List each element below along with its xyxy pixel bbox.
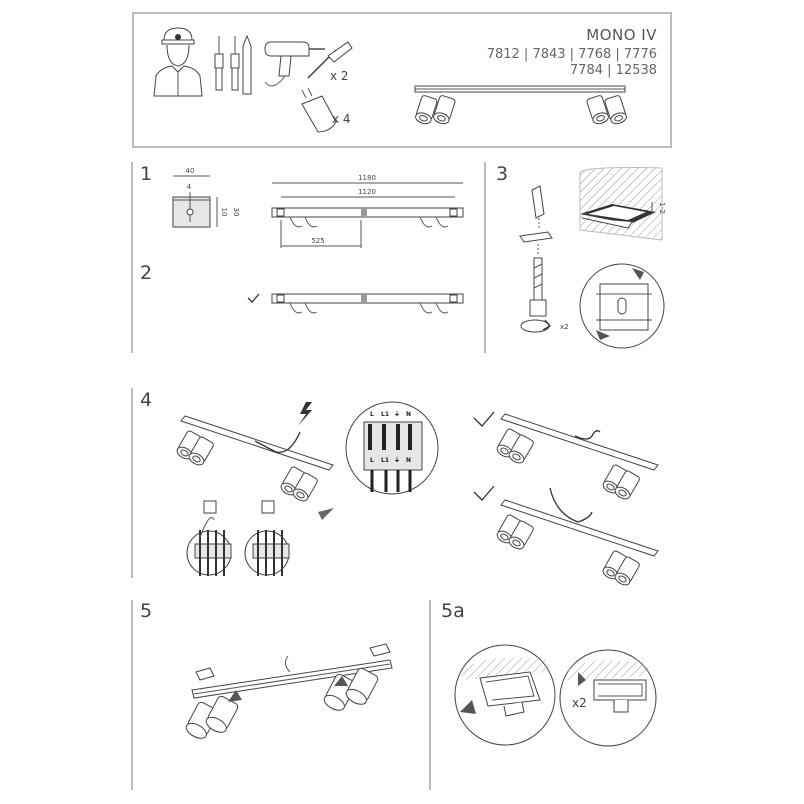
drill-icon: [264, 41, 325, 87]
dimension-center: 525: [311, 237, 324, 245]
svg-text:L1: L1: [381, 457, 389, 464]
rotate-arrow-icon: [334, 676, 348, 686]
step3-number: 3: [496, 163, 508, 185]
switch-wiring-right: [244, 500, 290, 576]
screwdriver-icon: [214, 36, 240, 91]
arrow-down-icon: [318, 508, 334, 520]
switch-wiring-left: [186, 500, 232, 576]
svg-text:⏚: ⏚: [394, 457, 400, 464]
cover-detail-left: [454, 644, 556, 746]
svg-text:L1: L1: [381, 411, 389, 418]
fixture-illustration: [413, 85, 629, 126]
step4-fixture-right-top: [473, 411, 659, 502]
bar-dimensions: 1180 1120 525: [271, 174, 464, 248]
step3-section: 3 x2 1-2: [484, 162, 666, 353]
step2-bar: [247, 293, 464, 314]
checkmark-icon: [473, 485, 495, 501]
dimension-total: 1180: [358, 174, 376, 182]
step1-section: 1 40 4 30 10 1180 1120: [131, 162, 464, 353]
checkmark-icon: [473, 411, 495, 427]
mounting-bracket-detail: [579, 263, 665, 349]
step4-fixture-left: [174, 402, 334, 504]
step4-fixture-right-bottom: [473, 485, 659, 588]
svg-text:⏚: ⏚: [394, 411, 400, 418]
svg-text:30: 30: [232, 208, 240, 217]
svg-text:10: 10: [220, 208, 228, 217]
bracket-detail: 40 4 30 10: [172, 167, 240, 228]
step4-section: 4 L L1 ⏚ N L L1 ⏚ N: [131, 388, 659, 588]
step5a-number: 5a: [441, 600, 465, 622]
dowel-exploded: x2: [519, 185, 569, 333]
switch-icon: [203, 500, 217, 514]
rotate-arrow-icon: [578, 672, 586, 686]
step1-number: 1: [140, 163, 152, 185]
product-title: MONO IV: [586, 26, 657, 44]
checkmark-icon: [247, 293, 260, 303]
cover-quantity: x2: [572, 696, 587, 710]
step4-number: 4: [140, 389, 152, 411]
switch-icon: [261, 500, 275, 514]
svg-text:L: L: [370, 457, 374, 464]
product-codes-line2: 7784 | 12538: [570, 63, 657, 78]
step5-number: 5: [140, 600, 152, 622]
header-frame: [132, 12, 672, 148]
step5-section: 5: [131, 600, 393, 790]
bulb-icon: [301, 87, 337, 133]
terminal-labels-bottom: L L1 ⏚ N: [370, 457, 411, 464]
step5-fixture: [185, 643, 393, 739]
header-section: x 2 x 4 MONO IV 7812 | 7843 | 7768 | 777…: [132, 12, 672, 148]
cover-detail-right: x2: [559, 649, 657, 747]
step5a-section: 5a x2: [429, 600, 657, 790]
product-codes-line1: 7812 | 7843 | 7768 | 7776: [487, 47, 657, 62]
svg-text:N: N: [406, 411, 411, 418]
screws-quantity: x 2: [330, 69, 349, 83]
terminal-block-zoom: L L1 ⏚ N L L1 ⏚ N: [345, 401, 439, 495]
step2-number: 2: [140, 262, 152, 284]
svg-text:N: N: [406, 457, 411, 464]
bulbs-quantity: x 4: [332, 112, 351, 126]
svg-text:L: L: [370, 411, 374, 418]
terminal-labels-top: L L1 ⏚ N: [370, 411, 411, 418]
tilt-label: 1-2: [658, 202, 666, 213]
svg-text:4: 4: [187, 183, 192, 191]
dimension-mount: 1120: [358, 188, 376, 196]
rotate-arrow-icon: [228, 690, 242, 702]
rotate-arrow-icon: [460, 700, 476, 714]
installer-icon: [153, 27, 203, 97]
ceiling-tilt-detail: 1-2: [579, 167, 666, 241]
dowel-quantity: x2: [560, 323, 569, 331]
svg-text:40: 40: [186, 167, 195, 175]
lightning-icon: [298, 402, 312, 426]
screw-icon: [307, 41, 353, 79]
rotate-arrow-icon: [632, 268, 644, 280]
rotate-arrow-icon: [596, 330, 610, 340]
pencil-icon: [242, 34, 252, 95]
